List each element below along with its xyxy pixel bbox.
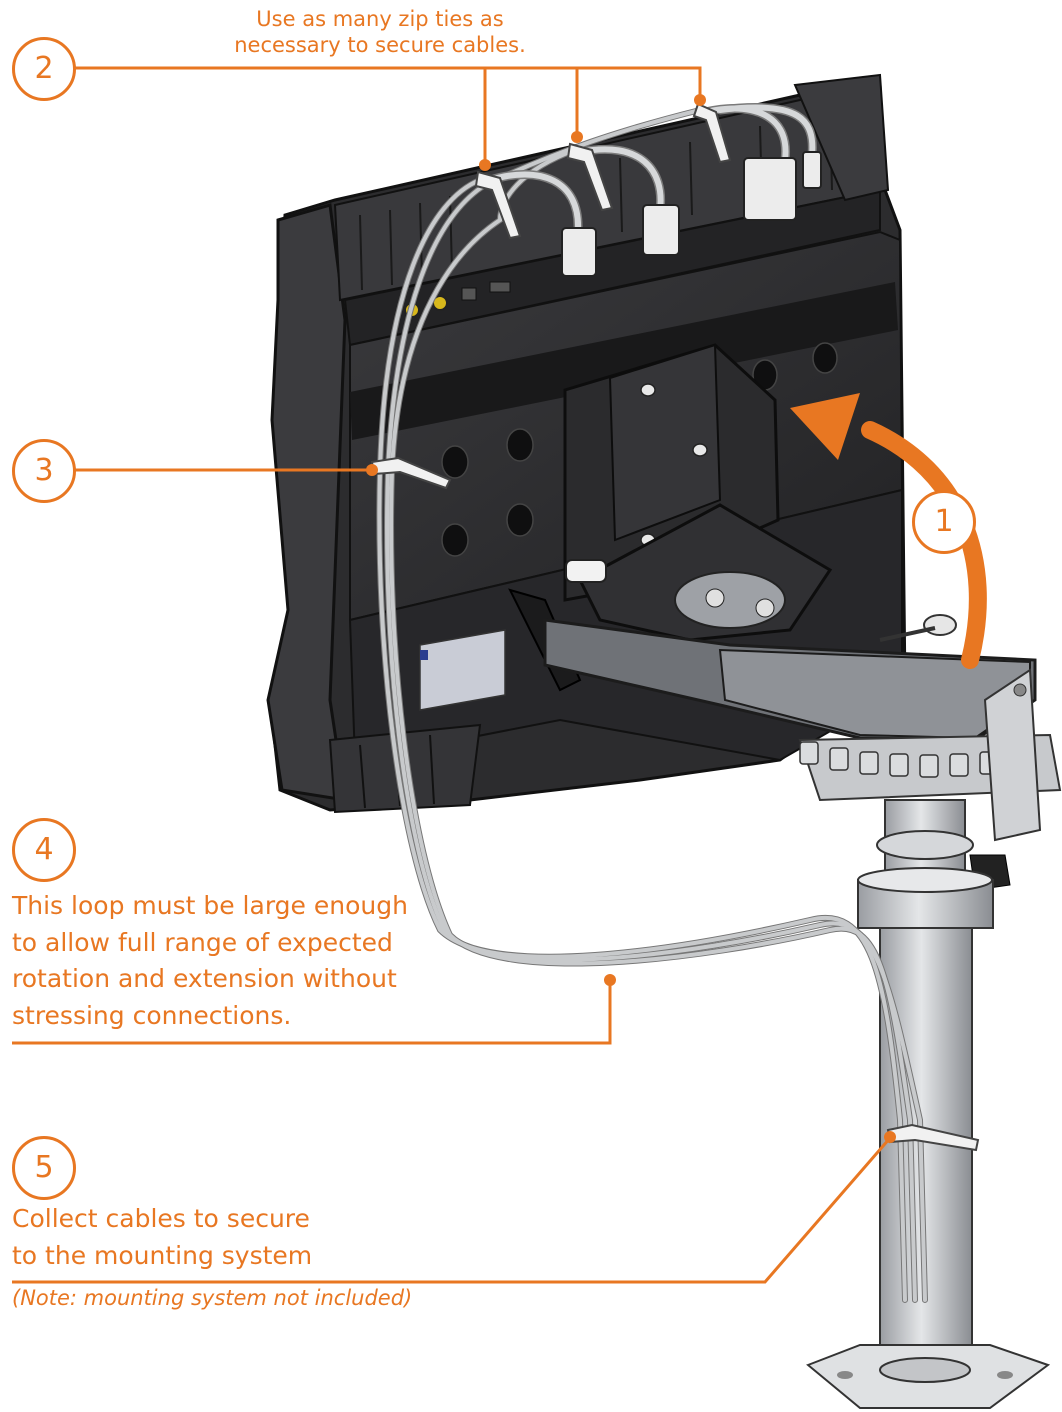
cable-connectors [561,151,822,277]
callout-4-text: This loop must be large enough to allow … [12,888,432,1034]
callout-4-line-1: This loop must be large enough [12,891,408,920]
callout-2-text: Use as many zip ties as necessary to sec… [190,6,570,58]
callout-2-line-1: Use as many zip ties as [256,7,504,31]
callout-5-note: (Note: mounting system not included) [12,1286,413,1310]
callout-number-1: 1 [912,490,976,554]
leader-dots [366,94,896,1143]
leader-lines [12,66,892,1284]
callout-number-2: 2 [12,37,76,101]
callout-5-text: Collect cables to secure to the mounting… [12,1200,432,1274]
mounting-pole [806,799,1051,1409]
callout-5-line-1: Collect cables to secure [12,1204,310,1233]
callout-4-line-3: rotation and extension without [12,964,397,993]
callout-2-line-2: necessary to secure cables. [234,33,526,57]
callout-number-4: 4 [12,818,76,882]
callout-4-line-4: stressing connections. [12,1000,292,1030]
callout-number-5: 5 [12,1136,76,1200]
callout-4-line-2: to allow full range of expected [12,927,393,957]
callout-5-line-2: to the mounting system [12,1241,313,1270]
mounting-bracket [508,343,1062,842]
callout-number-3: 3 [12,439,76,503]
